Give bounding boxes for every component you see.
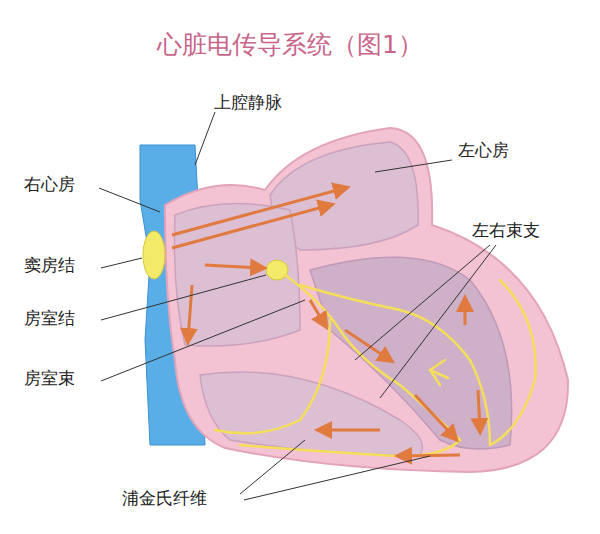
- part-label: 房室束: [22, 368, 77, 388]
- part-label: 房室结: [22, 308, 77, 328]
- part-label: 窦房结: [22, 255, 77, 275]
- part-label: 左右束支: [470, 220, 542, 240]
- part-label: 上腔静脉: [212, 92, 284, 112]
- part-label: 浦金氏纤维: [120, 488, 209, 508]
- title: 心脏电传导系统（图1）: [157, 30, 423, 60]
- part-label: 左心房: [456, 140, 511, 160]
- part-label: 右心房: [22, 174, 77, 194]
